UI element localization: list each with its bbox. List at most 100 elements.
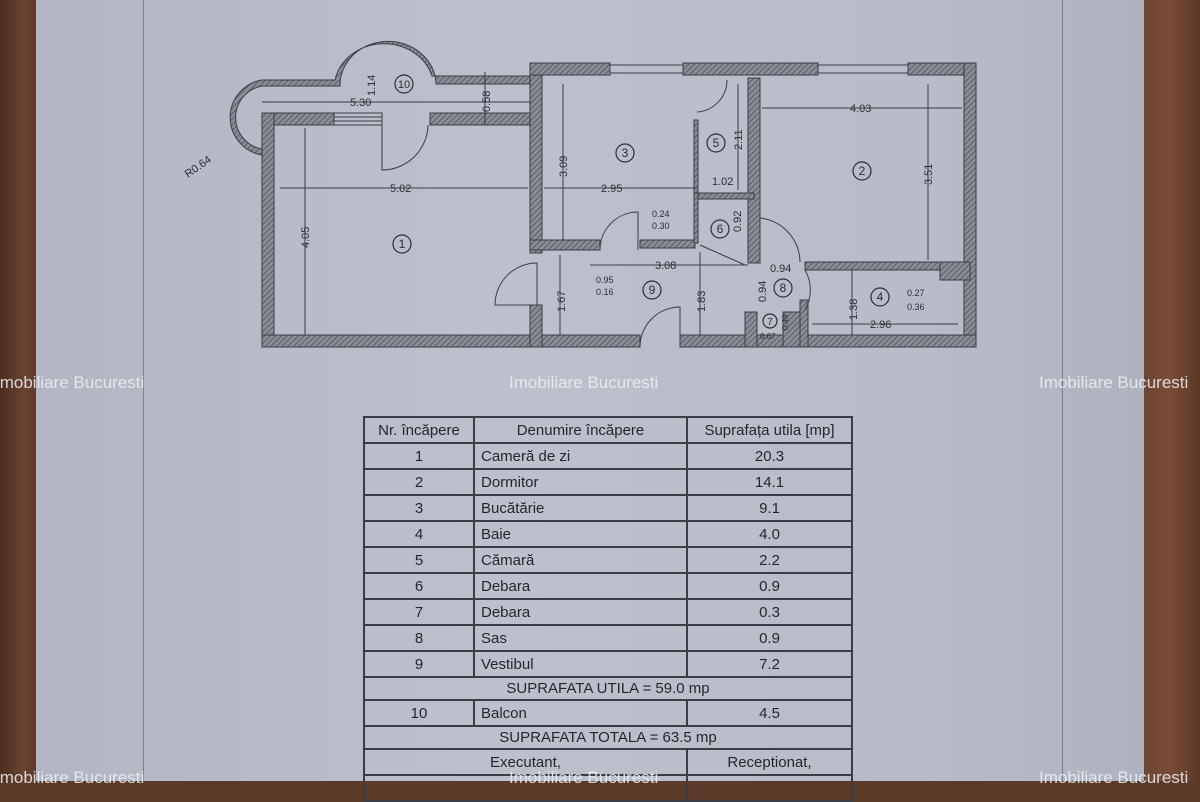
dim-label: 0.94 — [757, 281, 769, 302]
dim-label: 0.16 — [596, 287, 614, 297]
margin-line — [143, 0, 144, 781]
dim-label: 0.58 — [481, 91, 493, 112]
dim-label: 1.83 — [696, 291, 708, 312]
dim-label: 4.03 — [850, 103, 871, 115]
cell-area: 4.0 — [686, 520, 853, 548]
totala-row: SUPRAFATA TOTALA = 63.5 mp — [363, 725, 853, 750]
dim-label: 0.92 — [732, 211, 744, 232]
cell-nr: 10 — [363, 699, 475, 727]
dim-label: 0.67 — [760, 332, 776, 341]
cell-area: 2.2 — [686, 546, 853, 574]
room-number-circles — [392, 74, 890, 329]
cell-area: 4.5 — [686, 699, 853, 727]
header-cell: Suprafața utila [mp] — [686, 416, 853, 444]
room-number: 4 — [877, 290, 884, 304]
cell-nr: 1 — [363, 442, 475, 470]
cell-nr: 8 — [363, 624, 475, 652]
dim-label: 1.67 — [556, 291, 568, 312]
room-number: 5 — [713, 136, 720, 150]
dim-label: 0.94 — [770, 263, 791, 275]
suprafata-totala: SUPRAFATA TOTALA = 63.5 mp — [363, 725, 853, 750]
dim-label: 0.36 — [907, 302, 925, 312]
room-number: 8 — [780, 281, 787, 295]
cell-name: Cămară — [473, 546, 688, 574]
margin-line — [1062, 0, 1063, 781]
cell-nr: 3 — [363, 494, 475, 522]
dim-label: 1.02 — [712, 176, 733, 188]
dim-label: 3.08 — [655, 260, 676, 272]
cell-area: 0.9 — [686, 572, 853, 600]
cell-nr: 4 — [363, 520, 475, 548]
header-cell: Denumire încăpere — [473, 416, 688, 444]
cell-area: 0.9 — [686, 624, 853, 652]
header-cell: Nr. încăpere — [363, 416, 475, 444]
cell-area: 0.3 — [686, 598, 853, 626]
dim-label: 0.49 — [781, 314, 790, 330]
dimension-lines — [262, 72, 962, 335]
dim-label: 1.14 — [366, 75, 378, 96]
cell-name: Vestibul — [473, 650, 688, 678]
cell-name: Dormitor — [473, 468, 688, 496]
cell-area: 9.1 — [686, 494, 853, 522]
dim-label: 0.95 — [596, 275, 614, 285]
dim-label: 2.95 — [601, 183, 622, 195]
dim-label: 0.27 — [907, 288, 925, 298]
receptionat-label: Receptionat, — [686, 748, 853, 776]
signature-row: Executant, Receptionat, — [363, 748, 853, 776]
cell-name: Debara — [473, 572, 688, 600]
executant-label: Executant, — [363, 748, 688, 776]
cell-name: Bucătărie — [473, 494, 688, 522]
dim-label: 3.09 — [558, 156, 570, 177]
cell-nr: 2 — [363, 468, 475, 496]
cell-area: 14.1 — [686, 468, 853, 496]
dim-label: 1.38 — [848, 299, 860, 320]
watermark: Imobiliare Bucuresti — [1039, 373, 1189, 392]
cell-nr: 9 — [363, 650, 475, 678]
room-number: 6 — [717, 222, 724, 236]
walls — [229, 40, 977, 348]
dim-label: 2.96 — [870, 319, 891, 331]
table-header: Nr. încăpere Denumire încăpere Suprafața… — [363, 416, 853, 444]
signature-cell — [686, 774, 853, 802]
dim-label: 5.02 — [390, 183, 411, 195]
watermark: Imobiliare Bucuresti — [0, 373, 145, 392]
watermark: Imobiliare Bucuresti — [1039, 768, 1189, 787]
room-number: 7 — [767, 317, 773, 328]
windows-and-doors — [333, 64, 909, 348]
watermark: Imobiliare Bucuresti — [0, 768, 145, 787]
cell-name: Sas — [473, 624, 688, 652]
watermark: Imobiliare Bucuresti — [509, 768, 659, 787]
utila-row: SUPRAFATA UTILA = 59.0 mp — [363, 676, 853, 701]
dim-label: 5.30 — [350, 97, 371, 109]
wood-background-left — [0, 0, 40, 781]
room-area-table: Nr. încăpere Denumire încăpere Suprafața… — [363, 416, 853, 802]
cell-area: 7.2 — [686, 650, 853, 678]
wood-background-right — [1138, 0, 1200, 781]
cell-name: Baie — [473, 520, 688, 548]
cell-name: Cameră de zi — [473, 442, 688, 470]
room-number: 9 — [649, 283, 656, 297]
cell-area: 20.3 — [686, 442, 853, 470]
cell-name: Balcon — [473, 699, 688, 727]
dim-label: 0.24 — [652, 209, 670, 219]
cell-name: Debara — [473, 598, 688, 626]
watermark: Imobiliare Bucuresti — [509, 373, 659, 392]
floor-plan: 5.30 1.14 0.58 R0.64 5.02 4.05 3.09 2.95… — [183, 40, 977, 348]
cell-nr: 7 — [363, 598, 475, 626]
cell-nr: 6 — [363, 572, 475, 600]
room-numbers: 1 2 3 4 5 6 7 8 9 10 — [398, 79, 884, 328]
room-number: 10 — [398, 79, 410, 91]
room-number: 3 — [622, 146, 629, 160]
suprafata-utila: SUPRAFATA UTILA = 59.0 mp — [363, 676, 853, 701]
table-row: 10 Balcon 4.5 — [363, 699, 853, 727]
dim-label: 2.11 — [733, 129, 745, 150]
dim-label: 0.30 — [652, 221, 670, 231]
dim-label: 4.05 — [300, 227, 312, 248]
